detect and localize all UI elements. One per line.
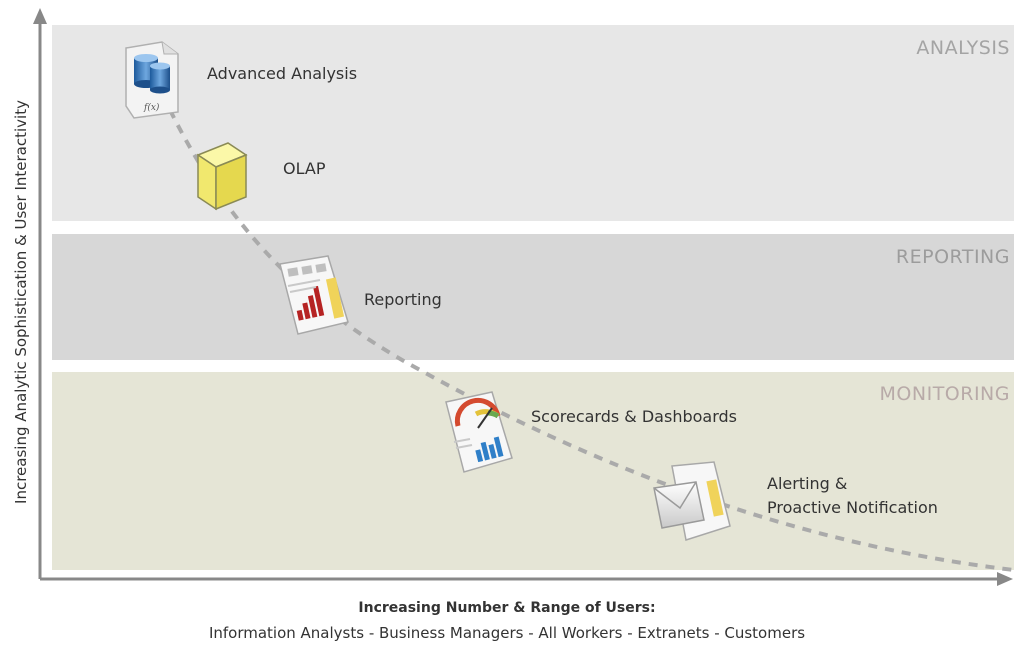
progression-curve	[168, 109, 1014, 572]
stage-label-advanced-analysis: Advanced Analysis	[207, 64, 358, 83]
dashboard-gauge-icon	[445, 391, 513, 473]
database-document-icon: f(x)	[125, 41, 179, 119]
y-axis-title: Increasing Analytic Sophistication & Use…	[12, 100, 30, 504]
band-label-analysis: ANALYSIS	[916, 37, 1010, 59]
stage-label-reporting: Reporting	[364, 290, 442, 309]
report-document-icon	[279, 255, 349, 335]
stage-label-scorecards: Scorecards & Dashboards	[531, 407, 737, 426]
band-reporting: REPORTING	[52, 234, 1014, 360]
stage-label-olap: OLAP	[283, 159, 326, 178]
x-axis-arrowhead	[997, 572, 1013, 586]
band-monitoring: MONITORING	[52, 372, 1014, 570]
x-axis-title: Increasing Number & Range of Users:	[358, 600, 656, 616]
y-axis-arrowhead	[33, 8, 47, 24]
axes	[33, 8, 1013, 586]
stage-label-alerting: Alerting & Proactive Notification	[767, 474, 938, 517]
x-axis-subtitle: Information Analysts - Business Managers…	[208, 624, 806, 642]
cube-icon	[196, 142, 248, 211]
fx-label: f(x)	[143, 102, 160, 113]
envelope-report-icon	[653, 461, 731, 541]
band-label-reporting: REPORTING	[895, 246, 1010, 268]
band-label-monitoring: MONITORING	[879, 383, 1010, 405]
